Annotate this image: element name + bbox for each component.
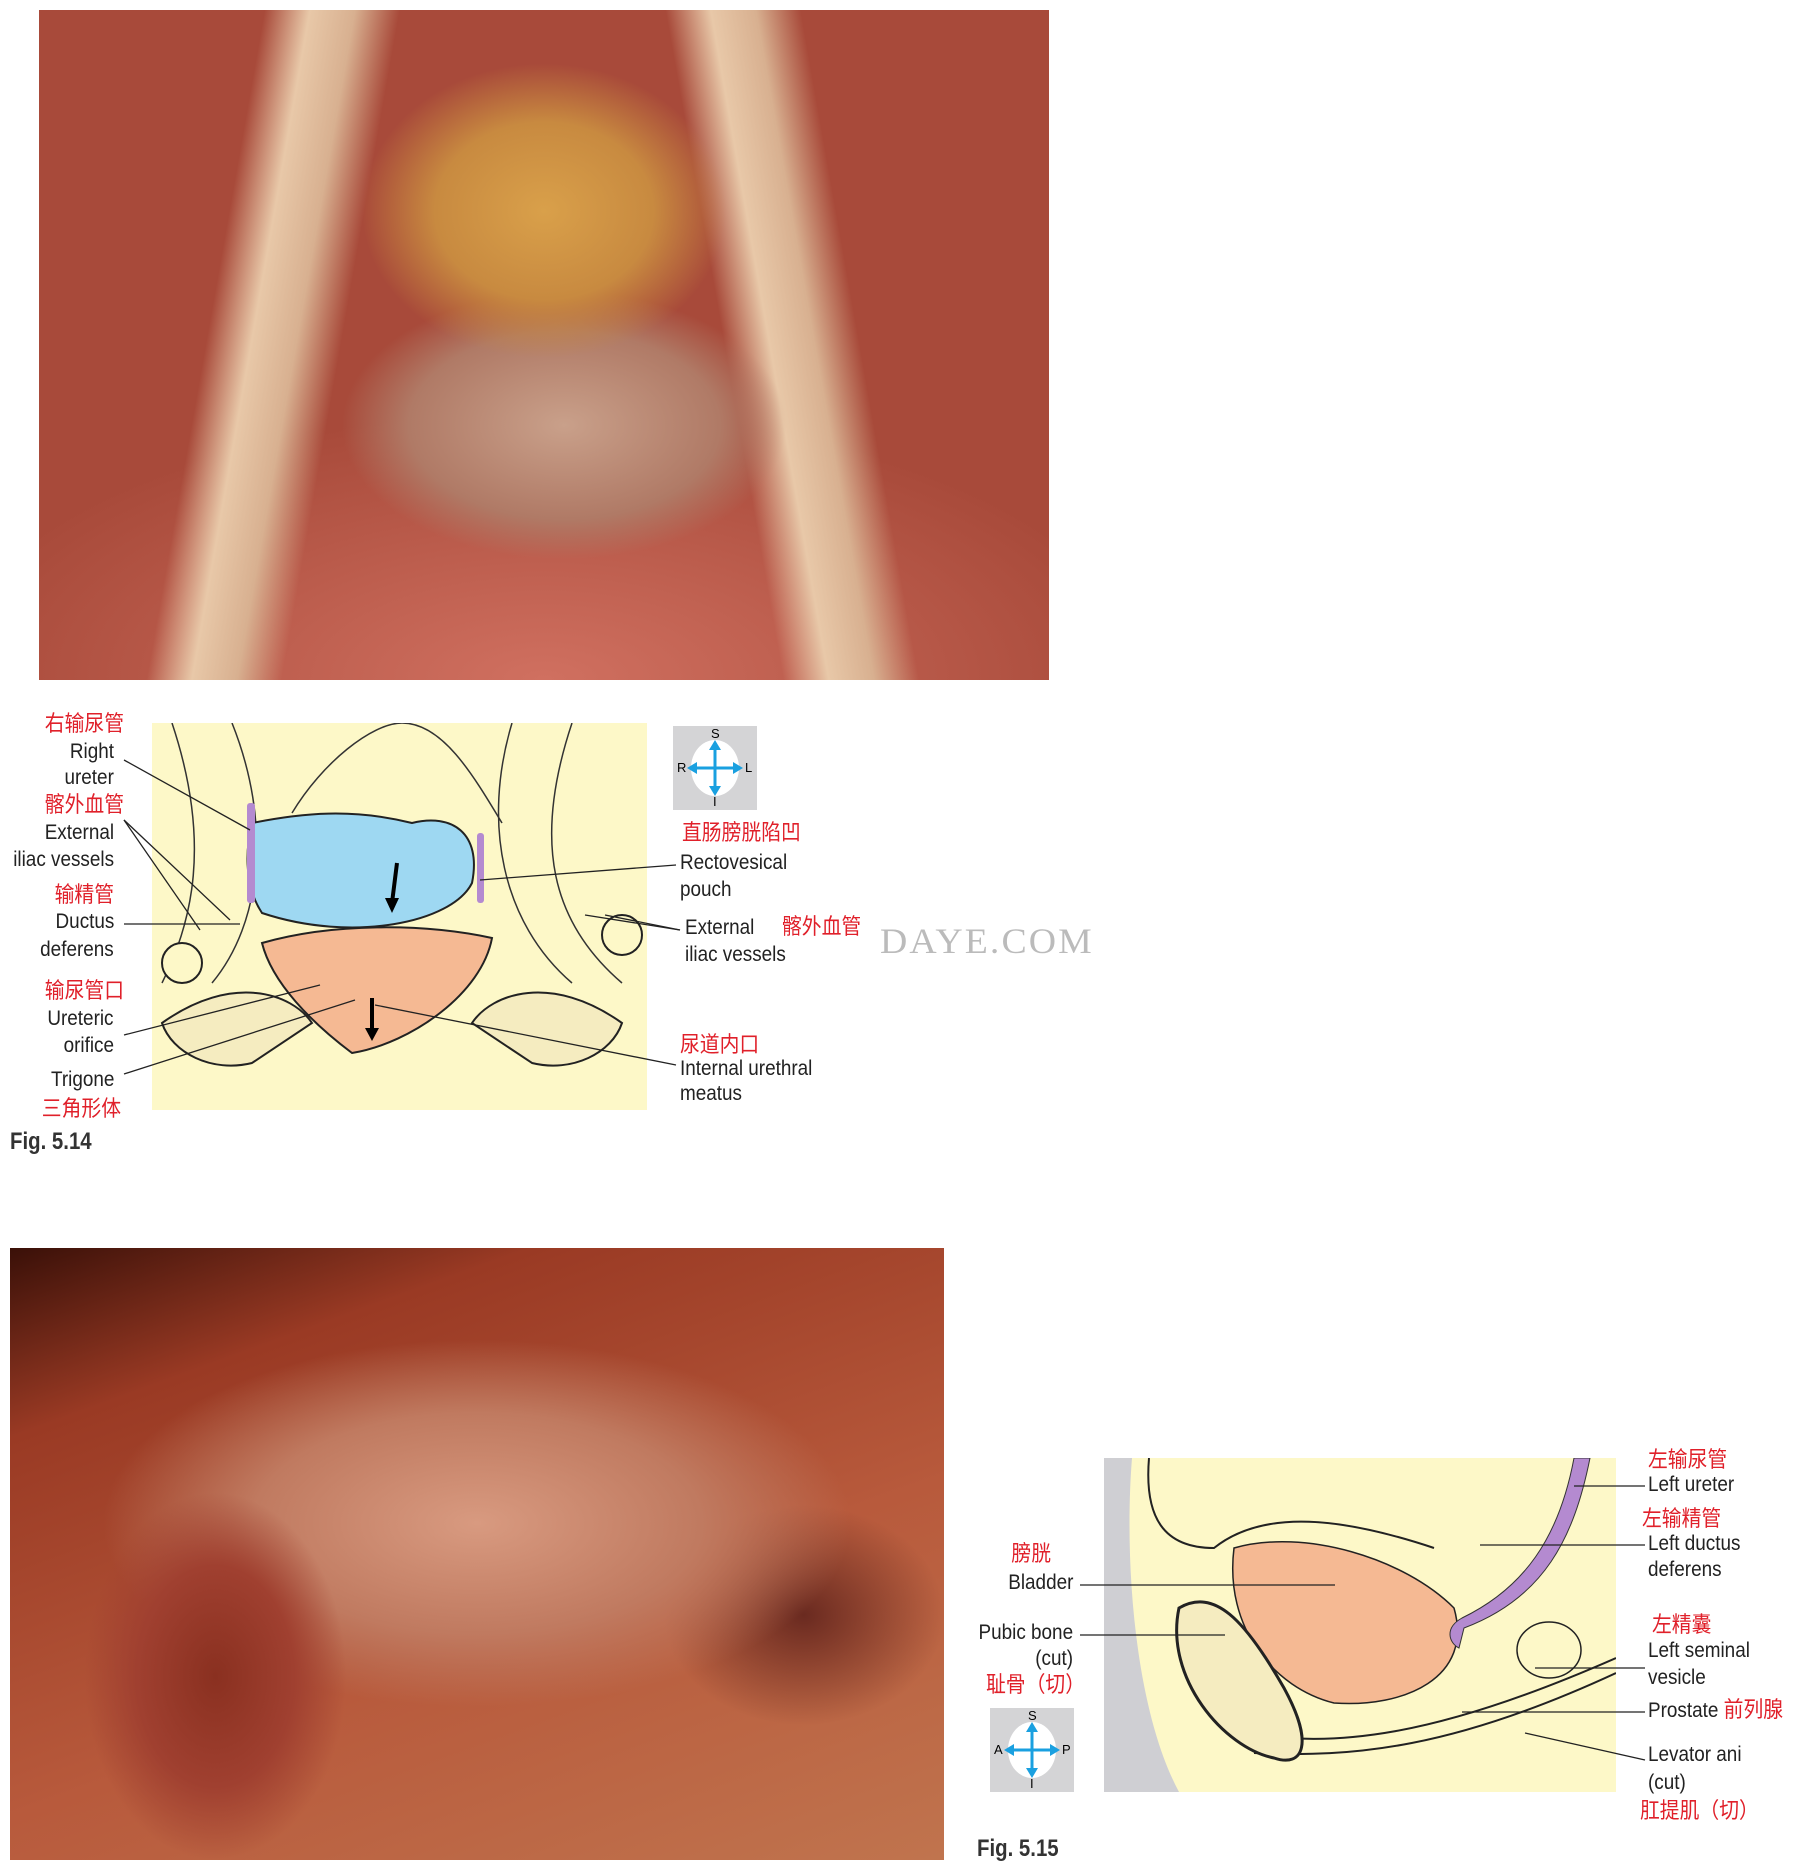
label-seminal-2: vesicle [1648, 1666, 1706, 1689]
label-ext-iliac-cn: 髂外血管 [44, 792, 124, 817]
label-trigone-cn: 三角形体 [41, 1096, 121, 1121]
label-levator-ani: Levator ani [1648, 1743, 1742, 1766]
label-left-ductus: Left ductus [1648, 1532, 1741, 1555]
label-seminal: Left seminal [1648, 1639, 1750, 1662]
compass-i: I [713, 794, 717, 809]
label-prostate-en: Prostate [1648, 1699, 1719, 1722]
label-ductus-2: deferens [40, 938, 114, 961]
dissection-photo-pelvis-sagittal [10, 1248, 944, 1860]
label-ext-iliac: External [44, 821, 114, 844]
label-right-ureter-cn: 右输尿管 [44, 711, 124, 736]
label-rectovesical: Rectovesical [680, 851, 788, 874]
label-ext-iliac-right-2: iliac vessels [685, 943, 786, 966]
diagram-fig-5-15 [1104, 1458, 1616, 1792]
label-right-ureter: Right [69, 740, 114, 763]
compass-a: A [994, 1742, 1003, 1757]
label-right-ureter-2: ureter [64, 766, 114, 789]
leader-lines-fig-5-15 [1080, 1485, 1646, 1761]
label-levator-ani-cn: 肛提肌（切） [1640, 1798, 1759, 1823]
dissection-photo-pelvis-superior [39, 10, 1049, 680]
watermark: DAYE.COM [880, 921, 1094, 961]
label-ext-iliac-2: iliac vessels [13, 848, 114, 871]
compass-s: S [1028, 1708, 1037, 1723]
label-trigone: Trigone [50, 1068, 114, 1091]
label-pubic-bone: Pubic bone [978, 1621, 1073, 1644]
label-left-ureter-cn: 左输尿管 [1648, 1447, 1728, 1472]
label-prostate: Prostate 前列腺 [1648, 1699, 1783, 1722]
compass-i: I [1030, 1776, 1034, 1791]
label-bladder: Bladder [1007, 1571, 1073, 1594]
compass-l: L [745, 760, 753, 775]
orientation-compass-srli: S I R L [673, 726, 757, 810]
label-ductus: Ductus [55, 910, 114, 933]
label-urethral-cn: 尿道内口 [680, 1032, 760, 1057]
label-left-ductus-2: deferens [1648, 1558, 1722, 1581]
label-prostate-cn: 前列腺 [1723, 1697, 1784, 1722]
label-bladder-cn: 膀胱 [1011, 1541, 1051, 1566]
compass-p: P [1062, 1742, 1071, 1757]
label-ductus-cn: 输精管 [54, 882, 114, 907]
label-pubic-bone-cn: 耻骨（切） [985, 1672, 1085, 1697]
compass-s: S [711, 726, 720, 741]
label-levator-ani-2: (cut) [1648, 1771, 1686, 1794]
leader-lines-fig-5-14 [123, 759, 681, 1075]
orientation-compass-sapi: S I A P [990, 1708, 1074, 1792]
figure-caption-5-14: Fig. 5.14 [10, 1128, 92, 1155]
label-seminal-cn: 左精囊 [1652, 1612, 1712, 1637]
label-ureteric-cn: 输尿管口 [44, 978, 124, 1003]
label-ureteric: Ureteric [47, 1007, 114, 1030]
label-rectovesical-cn: 直肠膀胱陷凹 [682, 820, 801, 845]
label-urethral-2: meatus [680, 1082, 742, 1105]
label-ureteric-2: orifice [63, 1034, 114, 1057]
label-left-ductus-cn: 左输精管 [1642, 1506, 1722, 1531]
label-ext-iliac-right-cn: 髂外血管 [782, 914, 862, 939]
compass-r: R [677, 760, 687, 775]
label-pubic-bone-2: (cut) [1035, 1647, 1073, 1670]
label-urethral: Internal urethral [680, 1057, 813, 1080]
label-ext-iliac-right: External [685, 916, 755, 939]
diagram-fig-5-14 [152, 723, 647, 1110]
label-left-ureter: Left ureter [1648, 1473, 1735, 1496]
label-rectovesical-2: pouch [680, 878, 732, 901]
figure-caption-5-15: Fig. 5.15 [977, 1835, 1059, 1862]
